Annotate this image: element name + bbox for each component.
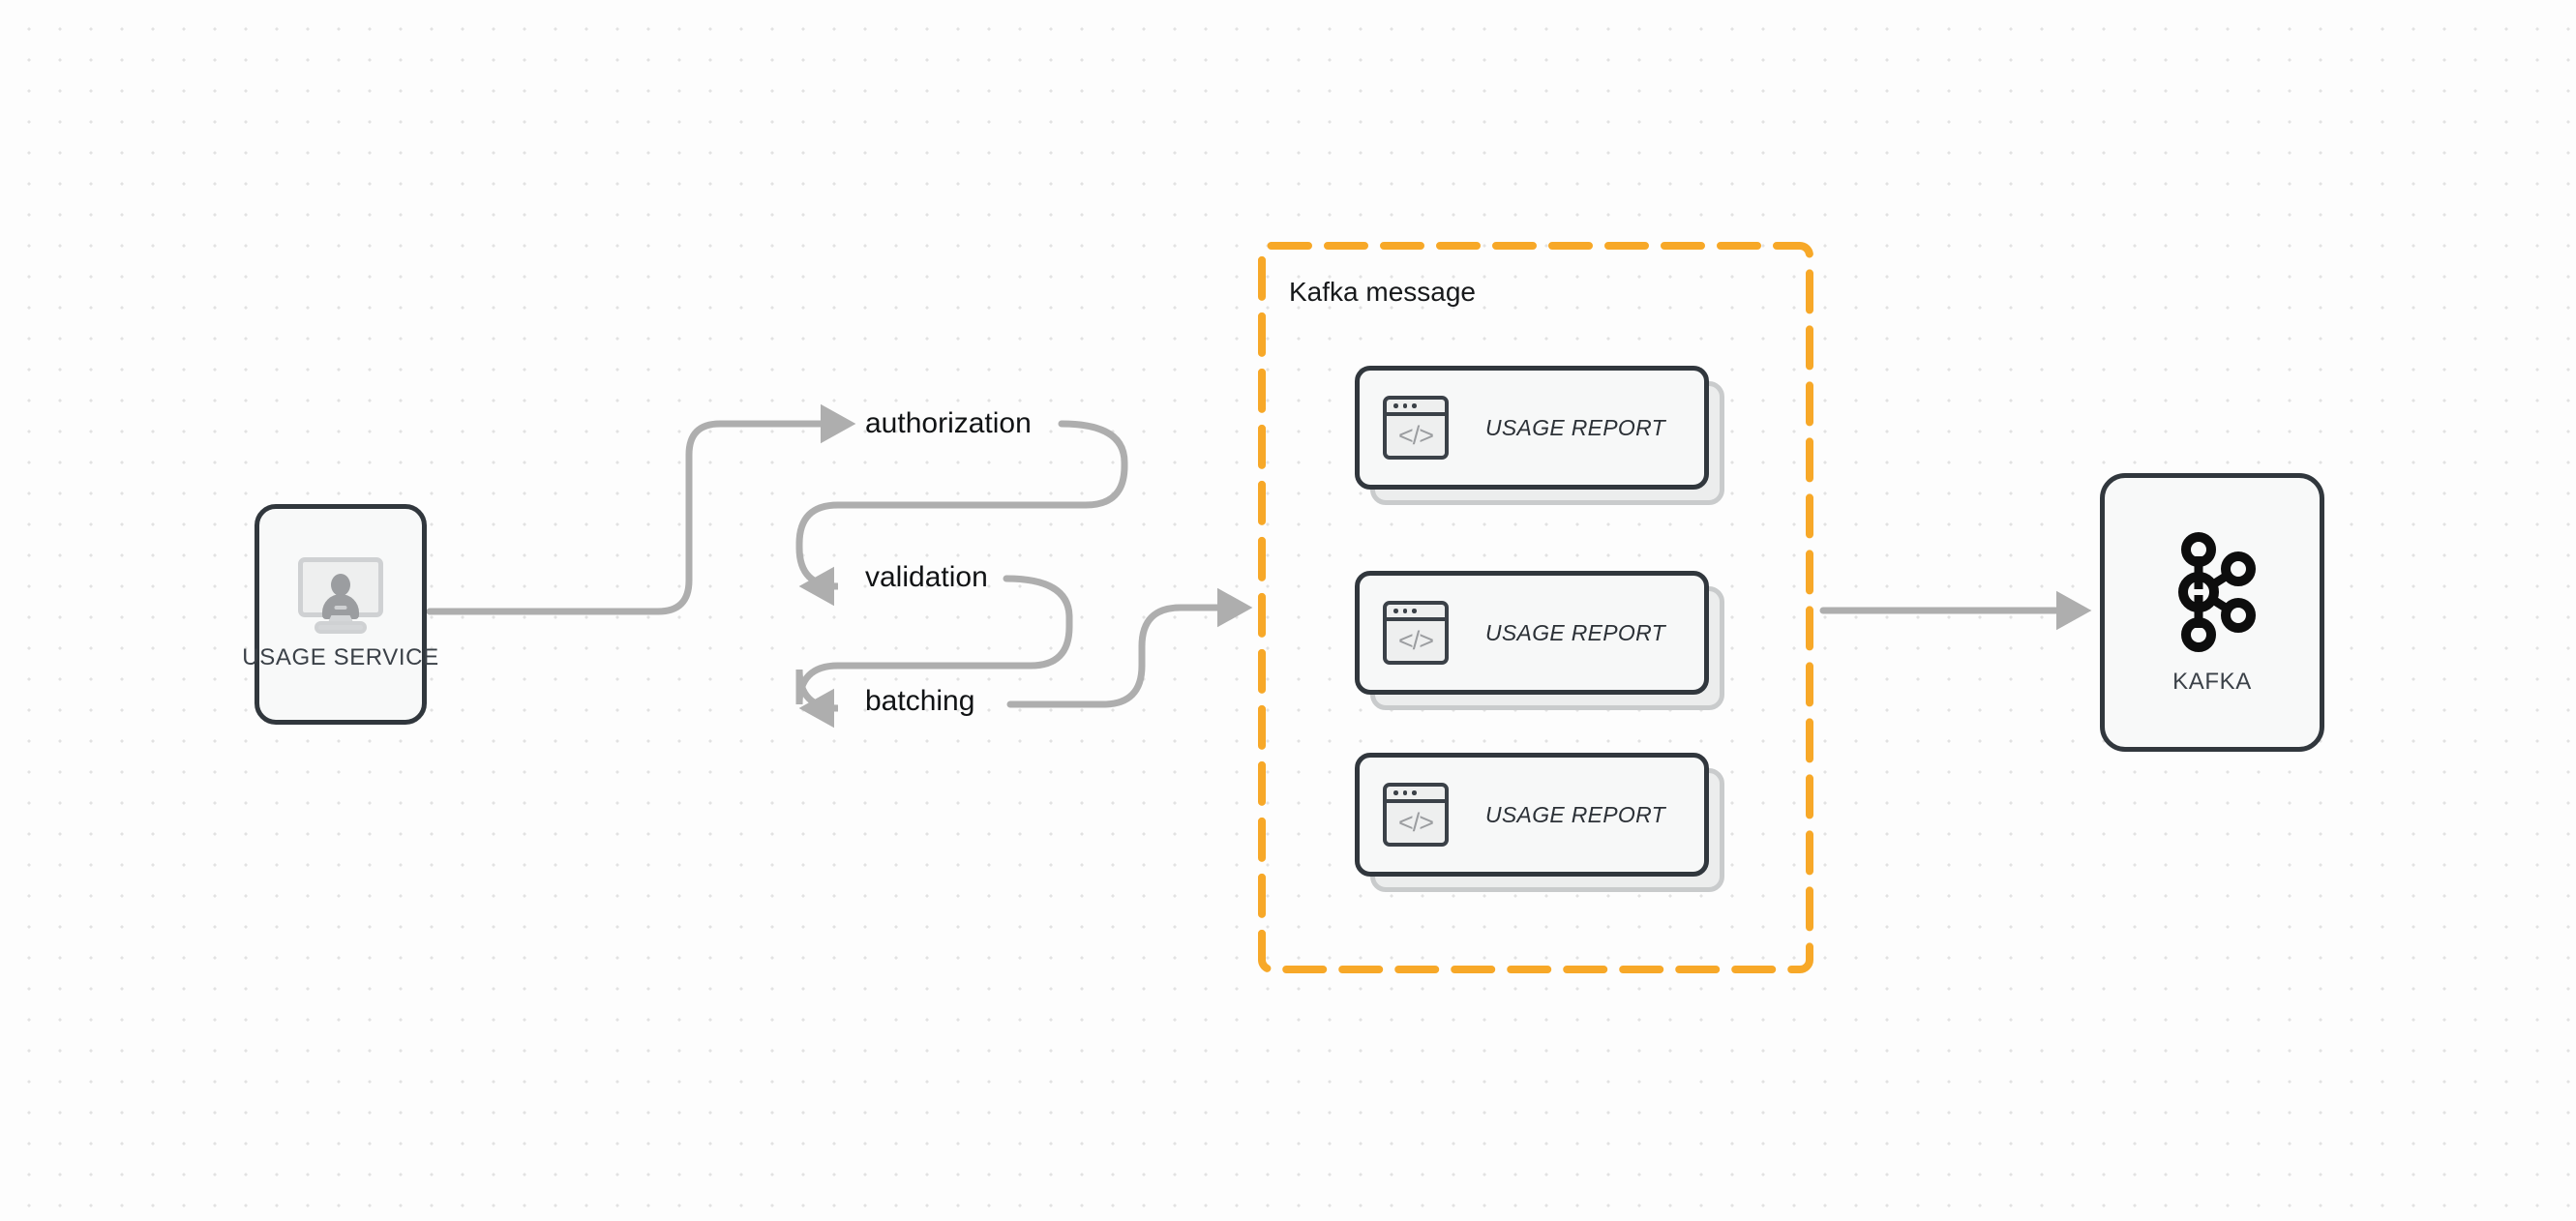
code-window-icon: </> xyxy=(1383,601,1449,665)
code-window-glyph: </> xyxy=(1397,808,1434,837)
node-usage-service[interactable]: USAGE SERVICE xyxy=(242,504,438,725)
kafka-logo-icon xyxy=(2178,532,2256,652)
kafka-message-group[interactable]: Kafka message </> USAGE REPORT xyxy=(1258,242,1813,973)
edge-batching-to-kafka-message xyxy=(1006,587,1253,708)
code-window-glyph: </> xyxy=(1397,626,1434,655)
code-window-glyph: </> xyxy=(1397,421,1434,450)
step-label-batching: batching xyxy=(865,685,975,717)
node-usage-service-label: USAGE SERVICE xyxy=(242,644,439,670)
usage-report-label: USAGE REPORT xyxy=(1485,414,1665,440)
usage-report-card[interactable]: </> USAGE REPORT xyxy=(1355,753,1724,892)
node-kafka-label: KAFKA xyxy=(2172,669,2252,695)
edge-usage-service-to-authorization xyxy=(426,403,856,615)
code-window-icon: </> xyxy=(1383,783,1449,847)
node-kafka[interactable]: KAFKA xyxy=(2100,473,2324,752)
kafka-message-title: Kafka message xyxy=(1289,277,1476,307)
usage-report-label: USAGE REPORT xyxy=(1485,619,1665,645)
code-window-icon: </> xyxy=(1383,396,1449,460)
monitor-user-icon xyxy=(298,557,383,634)
usage-report-card[interactable]: </> USAGE REPORT xyxy=(1355,366,1724,505)
step-label-validation: validation xyxy=(865,561,988,593)
usage-report-card[interactable]: </> USAGE REPORT xyxy=(1355,571,1724,710)
step-label-authorization: authorization xyxy=(865,407,1032,439)
usage-report-label: USAGE REPORT xyxy=(1485,801,1665,827)
